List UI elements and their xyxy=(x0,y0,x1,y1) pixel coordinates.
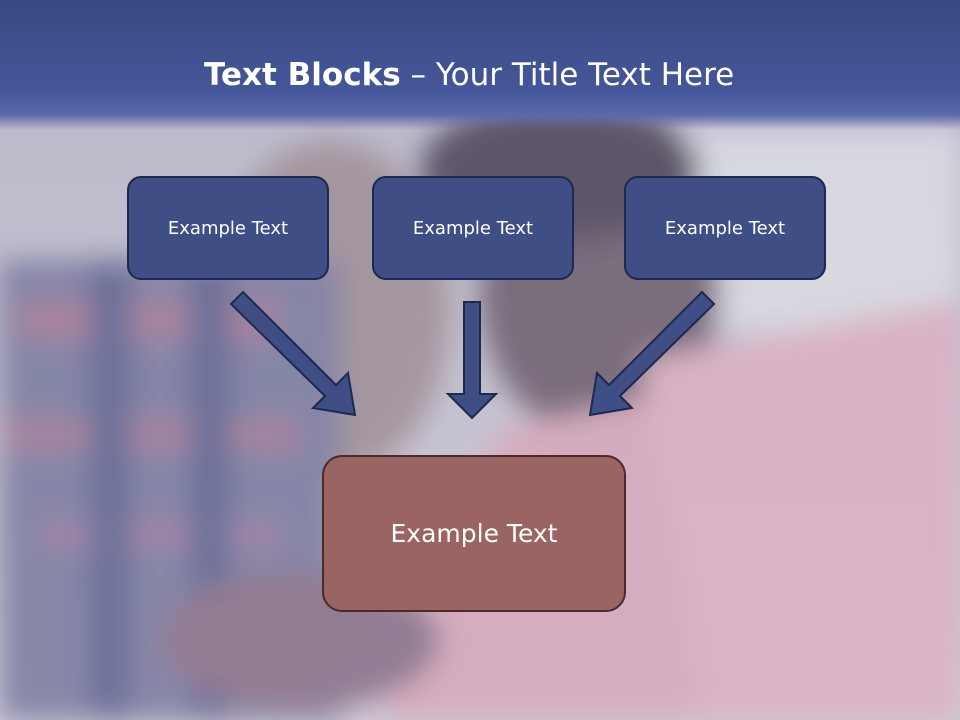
text-block-3[interactable]: Example Text xyxy=(624,176,826,280)
text-block-2-label: Example Text xyxy=(412,217,534,239)
slide-title: Text Blocks – Your Title Text Here xyxy=(204,52,734,98)
result-text-block-label: Example Text xyxy=(390,519,558,548)
title-bold-part: Text Blocks xyxy=(204,57,401,93)
text-block-1-label: Example Text xyxy=(167,217,289,239)
result-text-block[interactable]: Example Text xyxy=(322,455,626,612)
header-band xyxy=(0,0,960,130)
text-block-3-label: Example Text xyxy=(664,217,786,239)
text-block-1[interactable]: Example Text xyxy=(127,176,329,280)
text-block-2[interactable]: Example Text xyxy=(372,176,574,280)
title-rest-part: – Your Title Text Here xyxy=(400,57,735,93)
